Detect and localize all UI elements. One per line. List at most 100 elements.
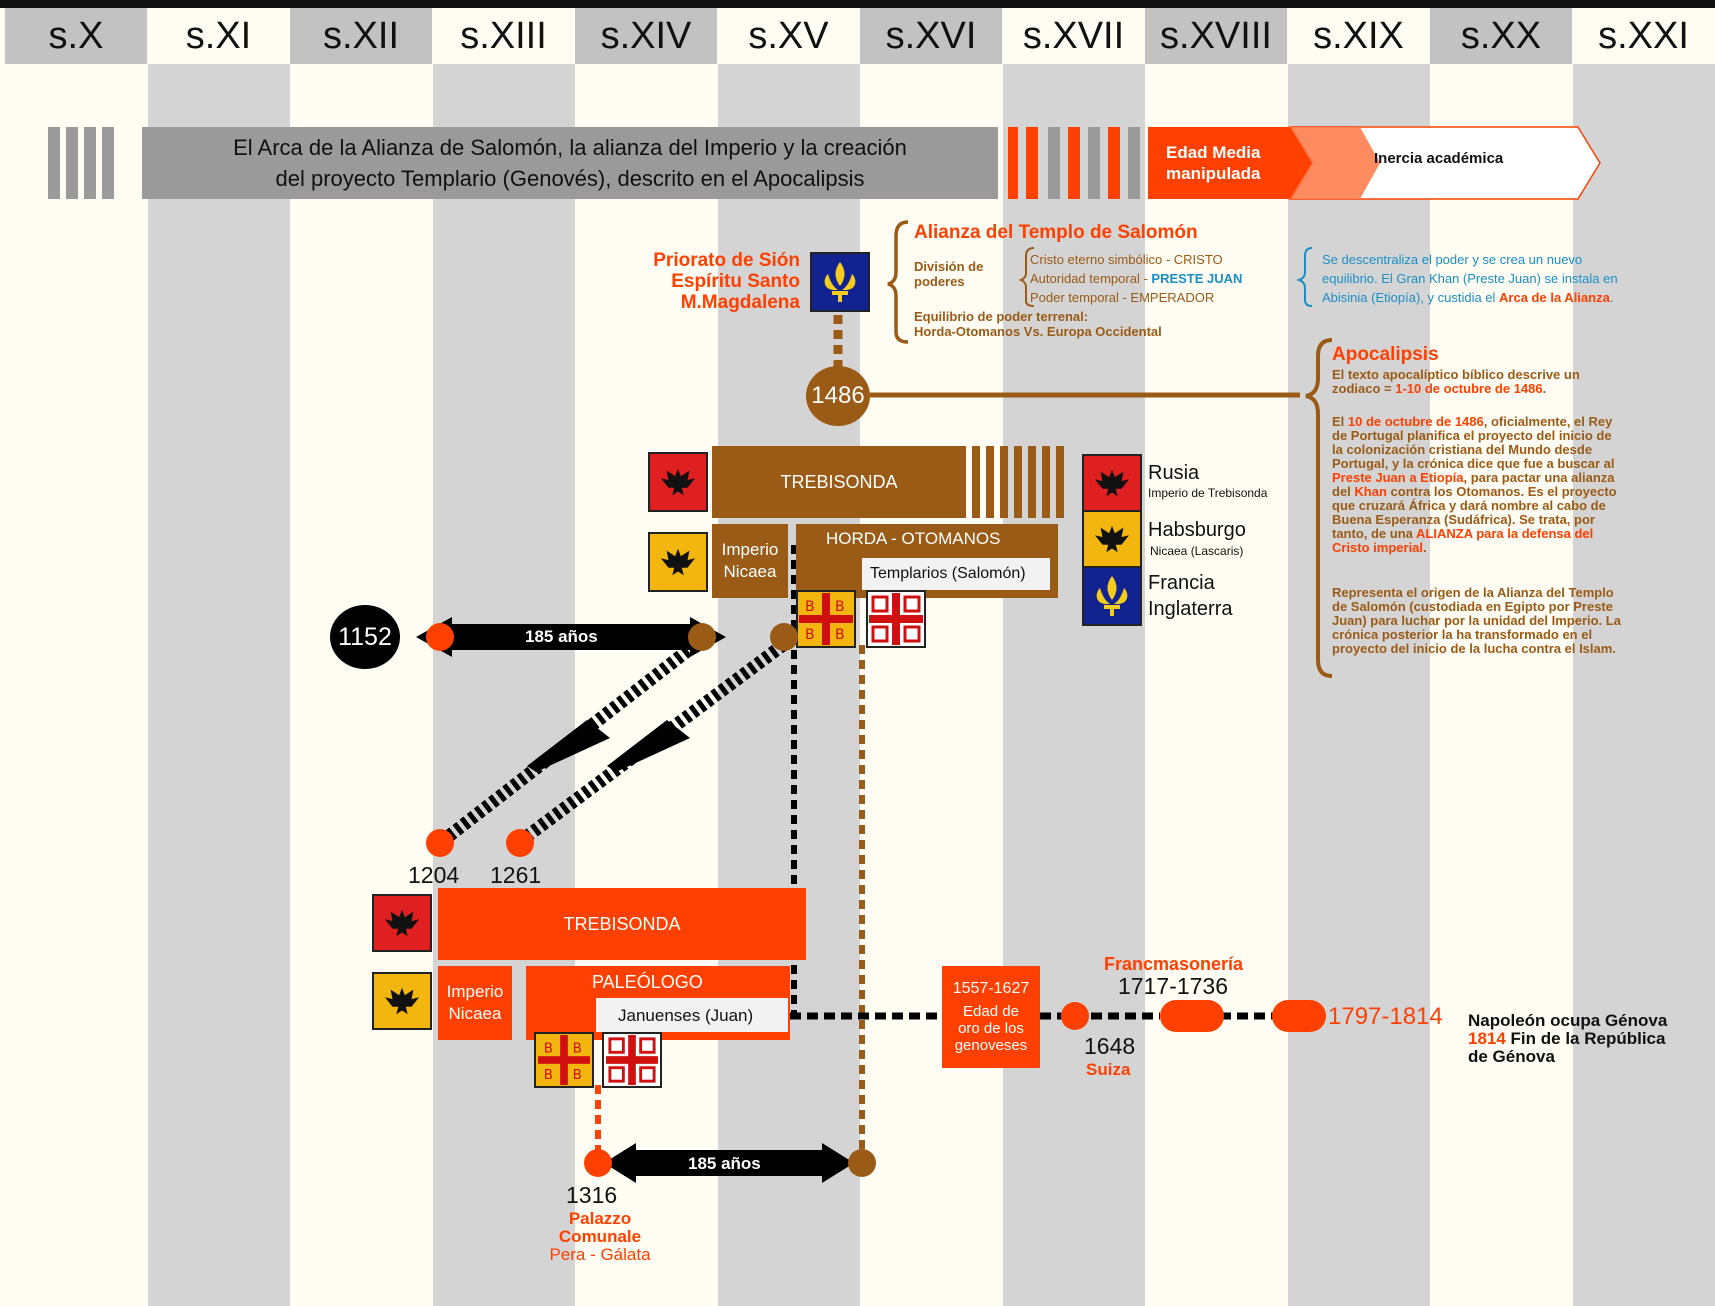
alianza-title: Alianza del Templo de Salomón [914,222,1198,243]
legend-rusia: Rusia [1148,462,1200,484]
century-header-sxvii: s.XVII [1002,8,1145,64]
double-headed-eagle-icon [1082,510,1142,568]
svg-text:B: B [805,627,815,643]
edad-media-arrow [1148,127,1314,199]
division-label: División de poderes [914,259,984,289]
century-header-sxxi: s.XXI [1572,8,1715,64]
blue-brace [1295,247,1313,307]
dot-185-end [688,623,716,651]
division-items: Cristo eterno simbólico - CRISTO Autorid… [1030,250,1242,307]
edad-media-gradient [1290,127,1380,199]
napoleon-label: Napoleón ocupa Génova 1814 Fin de la Rep… [1468,1011,1668,1066]
arrow-185-bottom-right-head [822,1143,854,1183]
century-header-sxviii: s.XVIII [1145,8,1287,64]
banner-title-line2: del proyecto Templario (Genovés), descri… [275,166,865,191]
svg-text:B: B [573,1068,582,1083]
svg-text:B: B [835,599,845,615]
francmasoneria-label: Francmasonería [1104,954,1244,974]
januenses-box [596,998,788,1032]
equilibrio-label: Equilibrio de poder terrenal: Horda-Otom… [914,309,1162,339]
svg-text:B: B [544,1041,553,1056]
top-border [0,0,1715,8]
suiza-label: Suiza [1086,1060,1131,1079]
banner-title-line1: El Arca de la Alianza de Salomón, la ali… [233,135,907,160]
dot-1261 [506,829,534,857]
century-header-sxiv: s.XIV [575,8,717,64]
years-1717-label: 1717-1736 [1118,973,1228,999]
descentraliza-text: Se descentraliza el poder y se crea un n… [1322,252,1618,305]
double-headed-eagle-icon [1082,454,1142,512]
legend-francia: Francia [1148,572,1215,594]
year-1486-marker: 1486 [806,366,870,426]
item-cristo: Cristo eterno simbólico - CRISTO [1030,252,1223,267]
year-1204-label: 1204 [408,862,460,888]
fleur-de-lis-icon [810,252,870,312]
dot-1316 [584,1149,612,1177]
double-headed-eagle-icon [648,532,708,592]
trebisonda-stripe [1000,446,1008,518]
legend-inglaterra: Inglaterra [1148,598,1233,620]
svg-text:B: B [835,627,845,643]
palazzo-label: Palazzo Comunale Pera - Gálata [549,1209,651,1264]
dot-1204 [426,829,454,857]
banner-stripe [1128,127,1140,199]
year-1648-label: 1648 [1084,1033,1136,1059]
year-1316-label: 1316 [566,1182,618,1208]
dot-1152-end [426,623,454,651]
trebisonda-stripe [1056,446,1064,518]
century-column [1002,0,1145,1306]
century-header-sxvi: s.XVI [860,8,1002,64]
years-1797-label: 1797-1814 [1328,1003,1443,1030]
templarios-label: Templarios (Salomón) [870,565,1026,582]
legend-habsburgo: Habsburgo [1148,519,1246,541]
priorato-label: Priorato de Sión Espíritu Santo M.Magdal… [653,250,800,313]
legend-habsburgo-sub: Nicaea (Lascaris) [1150,544,1244,558]
apocalipsis-brace [1305,338,1333,678]
imperio-nicaea-upper: Imperio Nicaea [712,524,788,598]
templarios-box [862,558,1050,590]
century-header-sxi: s.XI [147,8,290,64]
trebisonda-stripe [986,446,994,518]
trebisonda-upper: TREBISONDA [712,446,966,518]
pill-1717 [1160,1000,1224,1032]
century-column [717,0,860,1306]
banner-stripe [84,127,96,199]
apocalipsis-p3: Representa el origen de la Alianza del T… [1332,585,1621,656]
century-column [1430,0,1572,1306]
diag-arrowhead-2 [607,720,690,772]
arrow-185-bottom-left-head [604,1143,636,1183]
banner-stripe [66,127,78,199]
trebisonda-stripe [1028,446,1036,518]
svg-text:B: B [573,1041,582,1056]
imperio-nicaea-lower: Imperio Nicaea [438,966,512,1040]
century-column [147,0,290,1306]
century-column [5,0,147,1306]
year-1261-label: 1261 [490,862,542,888]
svg-text:B: B [805,599,815,615]
horda-label: HORDA - OTOMANOS [826,529,1001,548]
fleur-de-lis-icon [1082,566,1142,626]
banner-stripe [1068,127,1080,199]
century-column [1145,0,1287,1306]
svg-text:B: B [544,1068,553,1083]
century-header-sxv: s.XV [717,8,860,64]
paleologo-label: PALEÓLOGO [592,972,703,992]
dot-185-bottom-end [848,1149,876,1177]
cross-crosslets-icon [602,1032,662,1088]
dot-1648 [1061,1002,1089,1030]
legend-rusia-sub: Imperio de Trebisonda [1148,486,1268,500]
januenses-label: Januenses (Juan) [618,1006,754,1025]
century-header-sxix: s.XIX [1287,8,1430,64]
apocalipsis-title: Apocalipsis [1332,344,1439,365]
century-column [1287,0,1430,1306]
item-poder: Poder temporal - EMPERADOR [1030,290,1215,305]
years-185-label-top: 185 años [525,627,598,646]
apocalipsis-p2: El 10 de octubre de 1486, oficialmente, … [1332,414,1617,555]
banner-stripe [48,127,60,199]
century-column [860,0,1002,1306]
century-header-sxii: s.XII [290,8,432,64]
inercia-label: Inercia académica [1374,150,1504,167]
